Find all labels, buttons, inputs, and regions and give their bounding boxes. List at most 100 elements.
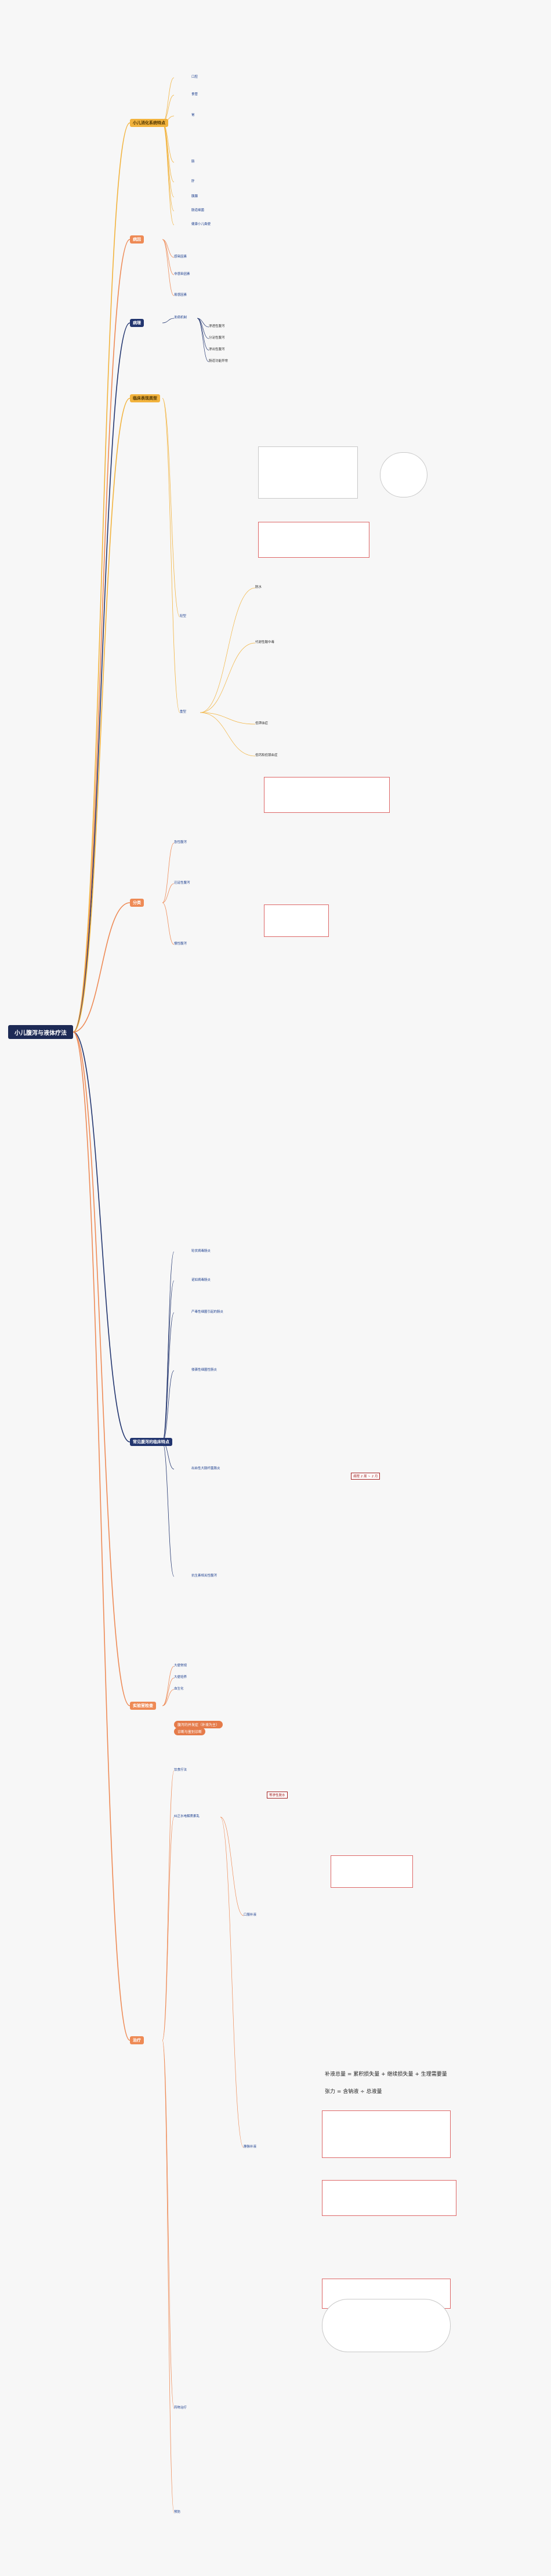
fluid-compartment-figure [322,2299,451,2352]
dehydration-table [264,904,329,937]
mechanism-connector-4 [197,318,209,362]
label-noninfection: 非感染因素 [174,273,190,276]
root-connector-4 [72,398,130,1033]
severe-connector-2 [200,642,256,713]
label-mild: 轻型 [180,615,187,618]
branch-treatment[interactable]: 治疗 [130,2036,144,2044]
label-secretory: 分泌性腹泻 [209,336,225,340]
label-prevention: 预防 [174,2510,181,2514]
label-invasive: 侵袭性细菌性肠炎 [191,1368,217,1372]
root-connector-3 [72,322,130,1033]
label-infection: 感染因素 [174,255,187,259]
label-susceptible: 易感因素 [174,293,187,297]
root-connector-7 [72,1031,130,1706]
branch-connector-4 [162,122,175,163]
branch-connector-23 [162,1677,175,1706]
label-intestine: 肠 [191,160,195,164]
branch-connector-14 [162,883,175,903]
label-stool-routine: 大便常规 [174,1664,187,1667]
branch-cause[interactable]: 病因 [130,235,144,244]
label-iv-rehydration: 静脉补液 [244,2145,257,2149]
branch-connector-28 [162,2040,175,2513]
severe-connector-3 [200,712,256,725]
type-connector-2 [162,398,180,713]
label-stool-culture: 大便培养 [174,1676,187,1679]
ors-table [331,1855,413,1888]
branch-connector-27 [162,2040,175,2409]
label-dehydration: 脱水 [255,586,262,589]
pathology-table [258,522,369,558]
label-gut-bacteria: 肠道细菌 [191,209,205,212]
boxed-duration: 病程 2 周 ~ 2 月 [351,1473,380,1480]
formula-tonicity: 张力 = 含钠液 ÷ 总液量 [325,2089,382,2095]
anatomy-figure [258,446,358,499]
mechanism-connector-3 [197,318,209,351]
type-connector-1 [162,398,180,617]
severe-connector-1 [200,587,256,713]
label-blood-chem: 血生化 [174,1687,184,1691]
branch-common-diarrhea[interactable]: 常见腹泻的临床特点 [130,1438,172,1446]
fluid-plan-table [322,2110,451,2158]
label-exudative: 渗出性腹泻 [209,348,225,351]
label-ehec: 出血性大肠杆菌肠炎 [191,1467,220,1470]
label-drugs: 药物治疗 [174,2406,187,2410]
mindmap-root[interactable]: 小儿腹泻与液体疗法 [8,1025,73,1039]
branch-connector-12 [162,318,175,324]
branch-classification[interactable]: 分类 [130,899,144,907]
label-stomach: 胃 [191,114,195,117]
label-mouth: 口腔 [191,75,198,79]
label-hypocalcemia: 低钙和低镁血症 [255,754,278,757]
label-fluid: 纠正水电解质紊乱 [174,1815,200,1818]
branch-pathology[interactable]: 病理 [130,319,144,327]
label-chronic: 慢性腹泻 [174,942,187,946]
label-liver: 肝 [191,180,195,183]
mechanism-connector-2 [197,318,209,339]
electrolyte-table [264,777,390,813]
label-diet: 饮食疗法 [174,1768,187,1772]
branch-connector-16 [162,1251,175,1443]
label-healthy-stool: 健康小儿粪便 [191,223,211,226]
label-norovirus: 诺如病毒肠炎 [191,1278,211,1282]
label-mechanism: 发病机制 [174,316,187,319]
label-esophagus: 食管 [191,93,198,96]
branch-connector-25 [162,1770,175,2041]
pill-diagnosis[interactable]: 诊断与鉴别诊断 [174,1728,206,1735]
label-severe: 重型 [180,710,187,714]
branch-connector-22 [162,1666,175,1706]
branch-connector-8 [162,122,175,226]
formula-total-fluid: 补液总量 = 累积损失量 + 继续损失量 + 生理需要量 [325,2072,447,2077]
pill-complications[interactable]: 腹泻的并发症（补液为主） [174,1721,223,1728]
branch-digestive-features[interactable]: 小儿消化系统特点 [130,119,168,127]
boxed-isotonic: 等渗性脱水 [267,1792,288,1799]
branch-connector-18 [162,1312,175,1443]
label-motility: 肠道功能异常 [209,359,229,363]
branch-connector-11 [162,239,175,296]
branch-connector-15 [162,902,175,945]
fluid-connector-1 [220,1816,244,1916]
branch-connector-26 [162,1816,175,2041]
root-connector-6 [72,1031,130,1443]
branch-connector-21 [162,1441,175,1577]
root-connector-8 [72,1031,130,2041]
branch-connector-9 [162,239,175,258]
severe-connector-4 [200,712,256,757]
branch-lab-tests[interactable]: 实验室检查 [130,1702,156,1710]
label-acute: 急性腹泻 [174,841,187,844]
label-pancreas: 胰腺 [191,195,198,198]
label-acidosis: 代谢性酸中毒 [255,641,275,644]
label-prolonged: 迁延性腹泻 [174,881,190,885]
label-oral-rehydration: 口服补液 [244,1913,257,1917]
label-hypokalemia: 低钾血症 [255,722,269,725]
branch-connector-24 [162,1689,175,1706]
microscopy-figure [380,452,427,497]
label-osmotic: 渗透性腹泻 [209,325,225,328]
root-connector-1 [72,122,130,1033]
branch-connector-13 [162,842,175,903]
root-connector-2 [72,239,130,1033]
tonicity-table [322,2180,456,2216]
label-antibiotic: 抗生素相关性腹泻 [191,1574,217,1578]
branch-clinical-types[interactable]: 临床表现类型 [130,394,160,402]
label-toxigenic: 产毒性细菌引起的肠炎 [191,1310,224,1314]
branch-connector-17 [162,1280,175,1443]
